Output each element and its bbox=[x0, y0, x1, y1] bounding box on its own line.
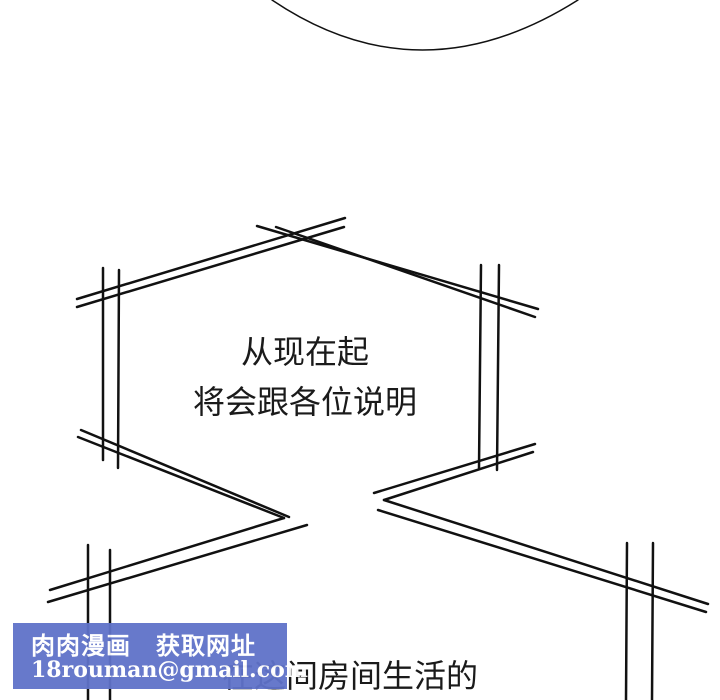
watermark-email: 18rouman@gmail.com bbox=[31, 657, 309, 683]
oval-bubble-arc bbox=[271, 0, 579, 51]
caption-line-2: 将会跟各位说明 bbox=[192, 383, 417, 421]
watermark-banner: 肉肉漫画 获取网址 18rouman@gmail.com bbox=[13, 623, 308, 689]
caption-line-1: 从现在起 bbox=[240, 333, 369, 371]
watermark-title: 肉肉漫画 获取网址 bbox=[31, 632, 256, 660]
